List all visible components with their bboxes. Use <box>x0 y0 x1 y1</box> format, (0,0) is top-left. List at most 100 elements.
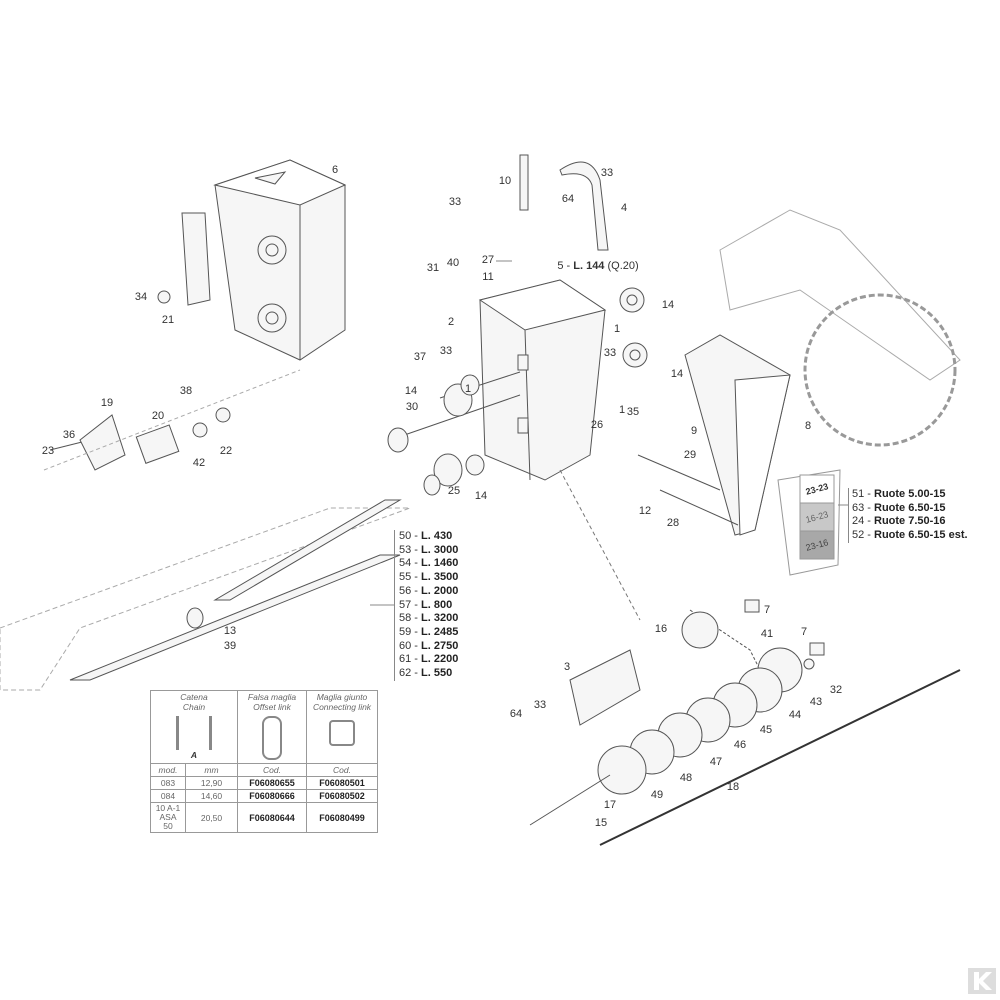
callout-number: 1 <box>613 323 621 335</box>
callout-number: 3 <box>563 661 571 673</box>
connecting-link-icon <box>329 720 355 746</box>
callout-number: 14 <box>661 299 675 311</box>
callout-number: 7 <box>800 626 808 638</box>
header-it: Maglia giunto <box>316 692 368 702</box>
cell: F06080655 <box>237 776 307 790</box>
wheel-size: Ruote 5.00-15 <box>874 488 946 500</box>
cell: 12,90 <box>185 776 238 790</box>
callout-number: 1 <box>618 404 626 416</box>
cell: F06080501 <box>306 776 378 790</box>
callout-number: 4 <box>620 202 628 214</box>
part-length: L. 1460 <box>421 557 459 570</box>
length-item: 62 - L. 550 <box>399 667 458 681</box>
length-item: 56 - L. 2000 <box>399 585 458 599</box>
callout-number: 14 <box>670 368 684 380</box>
callout-number: 21 <box>161 314 175 326</box>
callout-number: 14 <box>474 490 488 502</box>
callout-number: 1 <box>464 383 472 395</box>
part-length: L. 430 <box>421 530 453 542</box>
cell: F06080502 <box>306 789 378 803</box>
callout-number: 12 <box>638 505 652 517</box>
callout-number: 9 <box>690 425 698 437</box>
callout-number: 33 <box>439 345 453 357</box>
part-number: 61 - <box>399 653 422 666</box>
callout-number: 49 <box>650 789 664 801</box>
callout-number: 64 <box>509 708 523 720</box>
part-number: 57 - <box>399 598 422 611</box>
header-it: Catena <box>180 692 208 702</box>
part-number: 53 - <box>399 543 422 556</box>
wheel-size: Ruote 7.50-16 <box>874 515 946 528</box>
col-label: mm <box>185 763 238 777</box>
callout-number: 47 <box>709 756 723 768</box>
callout-number: 33 <box>603 347 617 359</box>
part-number: 54 - <box>399 557 422 570</box>
part-length: L. 2485 <box>421 625 459 638</box>
wheel-item: 51 - Ruote 5.00-15 <box>852 488 968 502</box>
callout-number: 33 <box>448 196 462 208</box>
part-number: 60 - <box>399 639 422 652</box>
part-length: L. 800 <box>421 598 453 611</box>
callout-number: 23 <box>41 445 55 457</box>
callout-number: 8 <box>804 420 812 432</box>
callout-number: 2 <box>447 316 455 328</box>
part-number: 55 - <box>399 571 422 584</box>
cell: 14,60 <box>185 789 238 803</box>
length-item: 50 - L. 430 <box>399 530 458 544</box>
length-item: 54 - L. 1460 <box>399 557 458 571</box>
length-item: 53 - L. 3000 <box>399 544 458 558</box>
part-length: L. 2200 <box>421 653 459 666</box>
callout-number: 26 <box>590 419 604 431</box>
part-number: 52 - <box>852 529 875 542</box>
part-number: 24 - <box>852 515 875 528</box>
part-length: L. 2000 <box>421 584 459 597</box>
wheel-size: Ruote 6.50-15 <box>874 501 946 514</box>
callout-number: 45 <box>759 724 773 736</box>
part-number: 63 - <box>852 501 875 514</box>
callout-number: 42 <box>192 457 206 469</box>
wheel-item: 24 - Ruote 7.50-16 <box>852 515 968 529</box>
length-item: 61 - L. 2200 <box>399 653 458 667</box>
callout-number: 39 <box>223 640 237 652</box>
callout-number: 38 <box>179 385 193 397</box>
callout-number: 36 <box>62 429 76 441</box>
callout-number: 7 <box>763 604 771 616</box>
part-number: 5 - <box>557 260 574 272</box>
chain-icon <box>176 716 212 750</box>
bracket <box>181 212 211 306</box>
col-label: Cod. <box>306 763 378 777</box>
callout-number: 30 <box>405 401 419 413</box>
part-length: L. 2750 <box>421 639 459 652</box>
wheel-item: 52 - Ruote 6.50-15 est. <box>852 529 968 543</box>
offset-link-icon <box>262 716 282 760</box>
callout-number: 32 <box>829 684 843 696</box>
callout-number: 6 <box>331 164 339 176</box>
callout-number: 64 <box>561 193 575 205</box>
callout-number: 16 <box>654 623 668 635</box>
callout-number: 40 <box>446 257 460 269</box>
dimension-label: A <box>190 750 198 760</box>
part-number: 51 - <box>852 488 875 500</box>
part-length: L. 3500 <box>421 571 459 584</box>
part-number: 58 - <box>399 612 422 625</box>
callout-number: 43 <box>809 696 823 708</box>
callout-number: 46 <box>733 739 747 751</box>
gear-stack <box>597 647 803 795</box>
header-en: Offset link <box>253 702 291 712</box>
callout-number: 34 <box>134 291 148 303</box>
callout-number: 33 <box>600 167 614 179</box>
header-en: Chain <box>182 702 206 712</box>
callout-number: 22 <box>219 445 233 457</box>
col-label: Cod. <box>237 763 307 777</box>
part-length: L. 3200 <box>421 612 459 625</box>
cell: F06080644 <box>237 802 307 833</box>
callout-number: 41 <box>760 628 774 640</box>
callout-number: 19 <box>100 397 114 409</box>
callout-number: 15 <box>594 817 608 829</box>
